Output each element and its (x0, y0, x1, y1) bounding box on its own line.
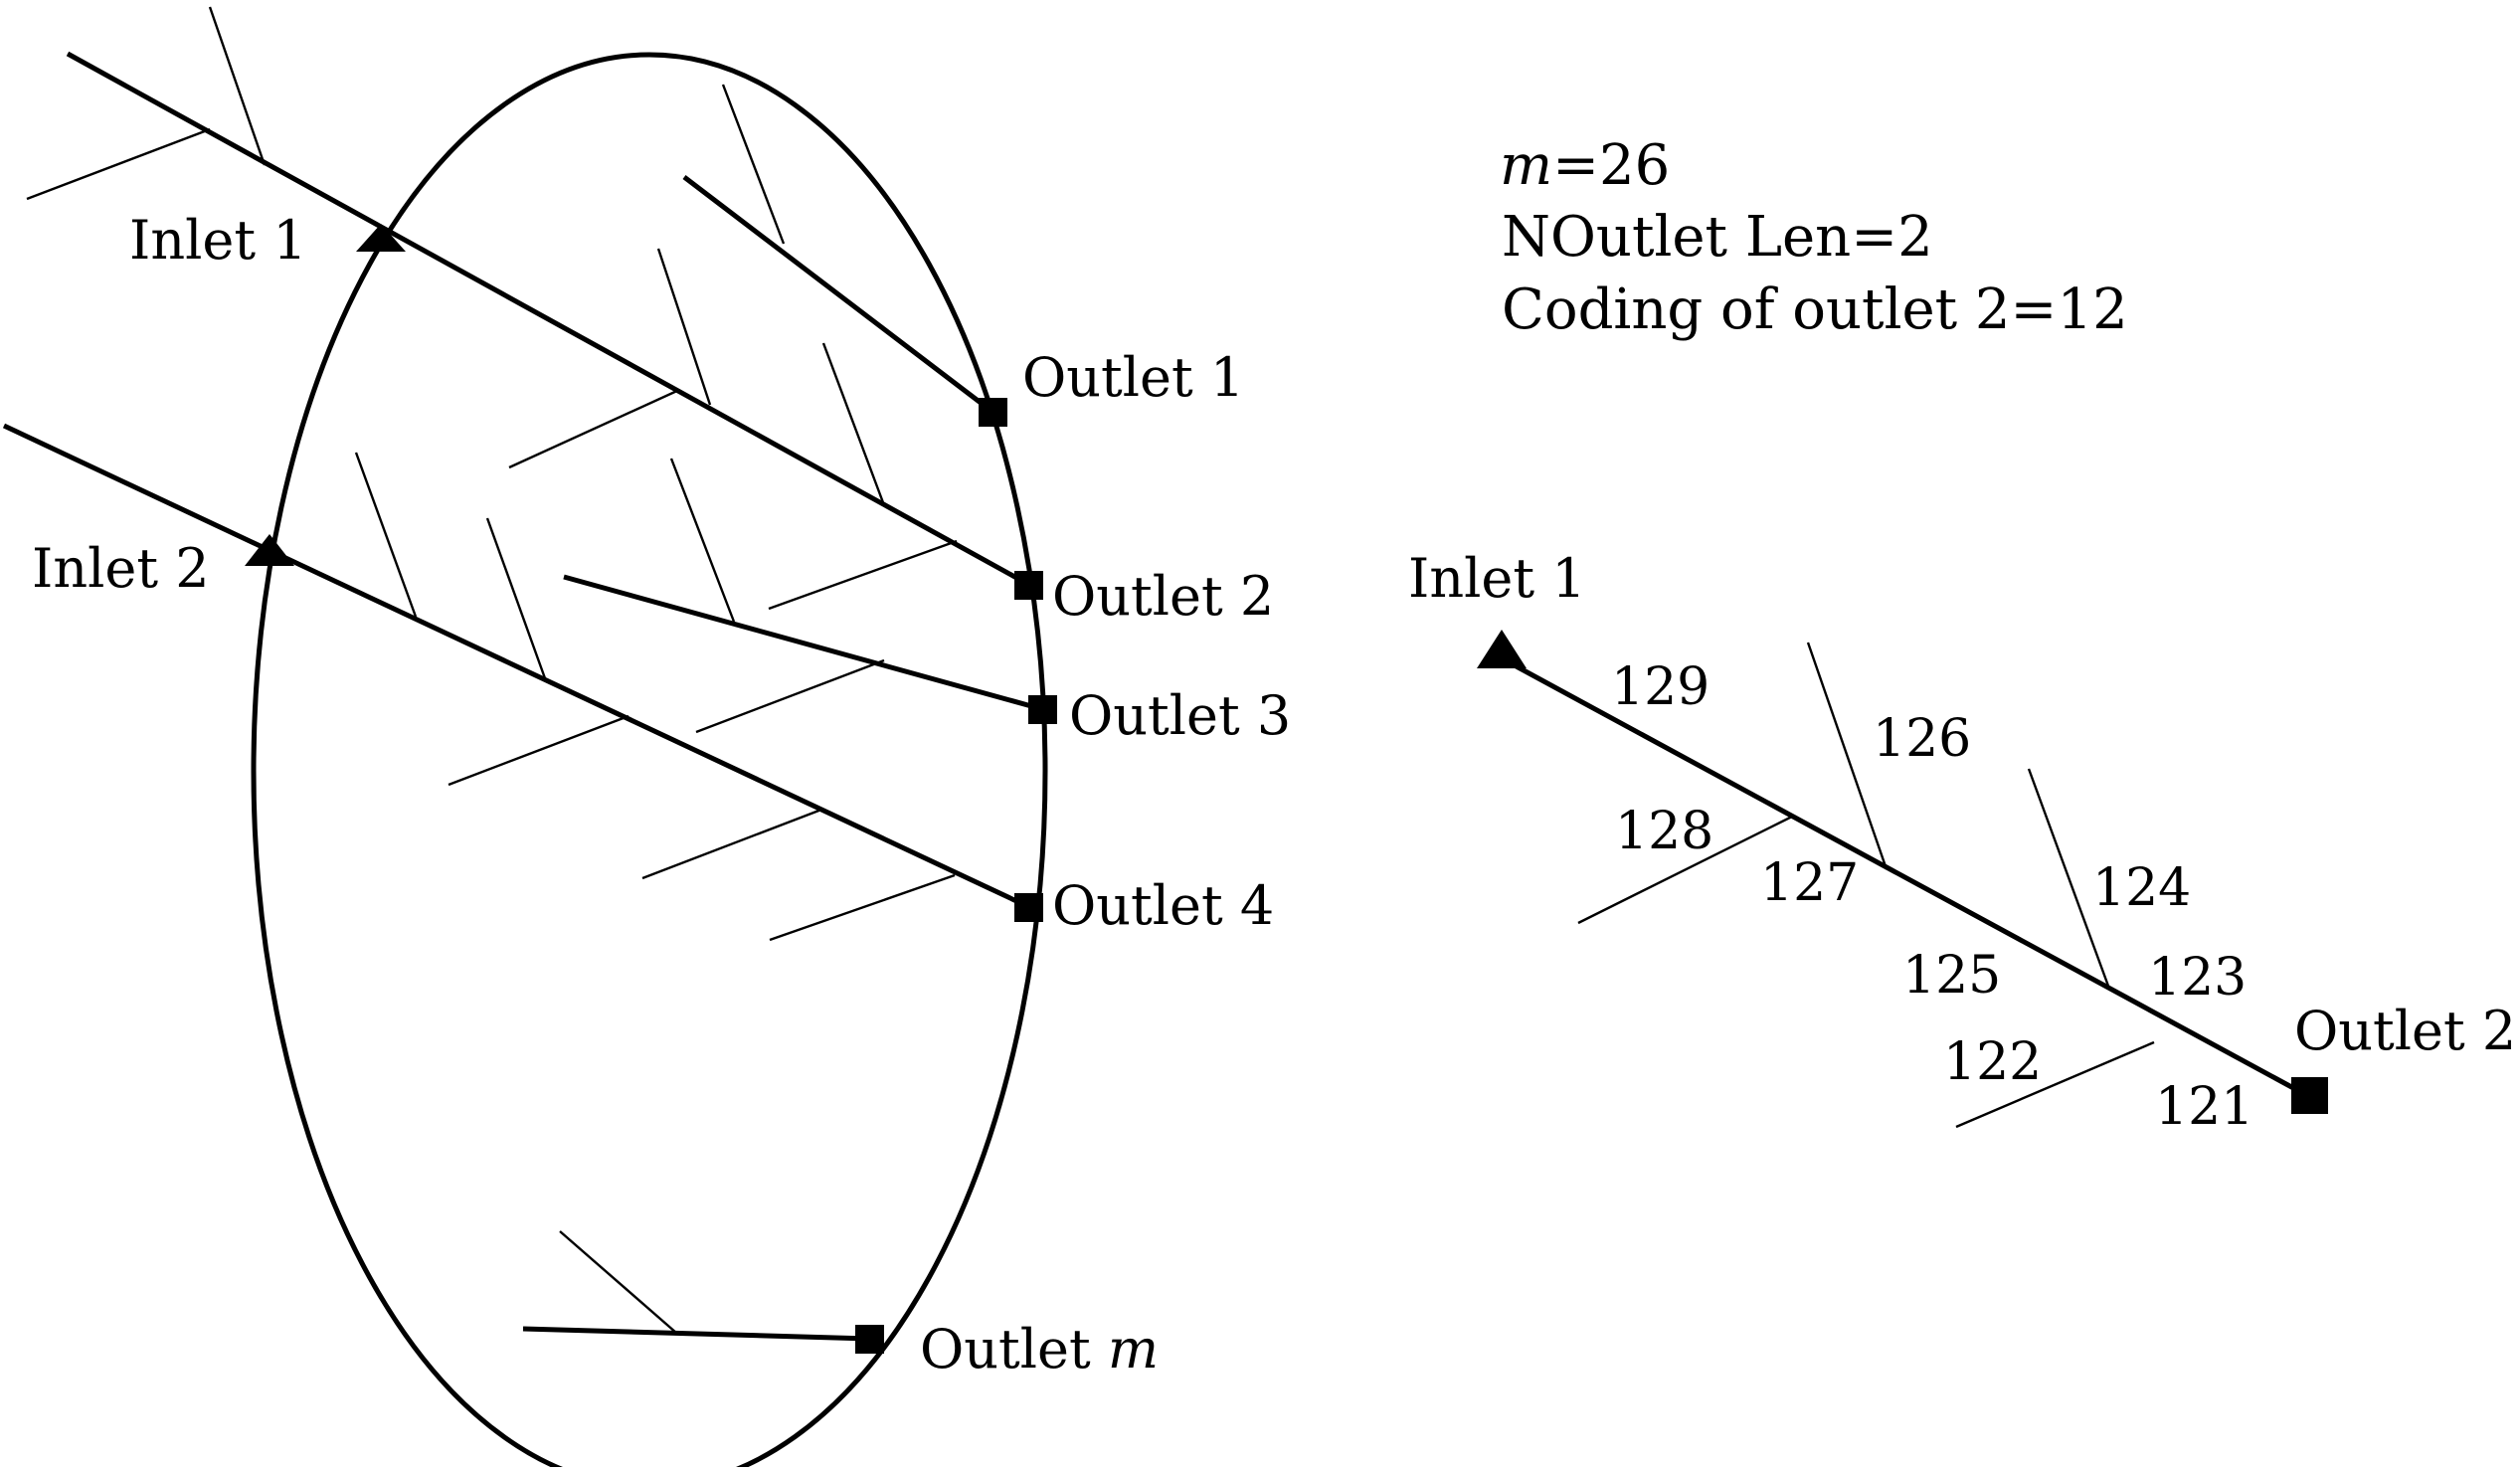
tributary (695, 658, 885, 734)
outlet-m-label-var: m (1108, 1318, 1159, 1380)
main-channel-1 (66, 51, 1031, 588)
tributary (354, 452, 418, 618)
segment-code: 129 (1611, 657, 1710, 717)
outlet-3-marker (1028, 695, 1057, 724)
m-var: m (1500, 133, 1552, 198)
outlet-4-marker (1014, 893, 1043, 922)
outlet-m-label-prefix: Outlet (920, 1318, 1108, 1380)
segment-code: 128 (1615, 802, 1713, 861)
outlet-3-label: Outlet 3 (1069, 684, 1291, 747)
segment-code: 125 (1902, 946, 2001, 1006)
coded-outlet-marker (2291, 1077, 2328, 1114)
segment-code: 122 (1943, 1032, 2042, 1092)
tributary (641, 808, 822, 880)
segment-code: 124 (2092, 858, 2191, 918)
tributary (721, 84, 786, 245)
coded-outlet-label: Outlet 2 (2294, 1000, 2516, 1062)
coding-of-outlet: Coding of outlet 2=12 (1502, 277, 2128, 342)
coded-tributary (1955, 1040, 2155, 1129)
outlet-1-marker (979, 398, 1007, 427)
segment-code: 123 (2148, 948, 2247, 1008)
main-channel-2 (2, 423, 1031, 910)
tributary (656, 248, 712, 406)
parameters-text: m=26 NOutlet Len=2 Coding of outlet 2=12 (1500, 133, 2128, 342)
tributary (821, 342, 886, 506)
inlet-2-marker (245, 534, 294, 566)
coded-tributary (1577, 814, 1795, 925)
segment-code: 126 (1873, 709, 1971, 769)
tributary (485, 517, 547, 679)
tributary (559, 1230, 677, 1334)
tributary (448, 714, 630, 787)
coded-tributary (2027, 768, 2111, 990)
noutlet-len: NOutlet Len=2 (1502, 205, 1933, 270)
outlet-2-marker (1014, 571, 1043, 600)
coded-inlet-marker (1477, 630, 1527, 668)
inlet-2-label: Inlet 2 (32, 537, 210, 600)
outlet-1-label: Outlet 1 (1022, 346, 1244, 409)
tributary (508, 388, 680, 469)
inlet-1-marker (356, 224, 406, 252)
tributary (26, 127, 211, 201)
channel-outlet-3 (563, 574, 1043, 712)
segment-code: 121 (2155, 1077, 2253, 1137)
segment-code: 127 (1760, 853, 1859, 913)
watershed-diagram: Inlet 1 Inlet 2 Outlet 1 Outlet 2 Outlet… (2, 6, 1291, 1472)
channel-outlet-1 (682, 175, 994, 414)
channel-outlet-m (522, 1326, 870, 1342)
outlet-2-label: Outlet 2 (1052, 565, 1274, 628)
coded-inlet-label: Inlet 1 (1408, 547, 1586, 610)
m-value: m=26 (1500, 133, 1670, 198)
tributary (769, 873, 956, 942)
outlet-2-coding-diagram: Inlet 1 Outlet 2 129 126 128 127 124 125… (1408, 547, 2516, 1137)
coded-tributary (1806, 642, 1889, 870)
outlet-4-label: Outlet 4 (1052, 874, 1274, 937)
m-equals-value: =26 (1552, 133, 1670, 198)
outlet-m-marker (855, 1325, 884, 1354)
tributary (669, 458, 736, 623)
watershed-boundary (251, 52, 1048, 1472)
coded-main-channel (1500, 655, 2310, 1099)
outlet-m-label: Outlet m (920, 1318, 1159, 1380)
tributary (208, 6, 267, 166)
tributary (768, 539, 958, 611)
tributaries (26, 6, 958, 1334)
inlet-1-label: Inlet 1 (129, 209, 307, 272)
